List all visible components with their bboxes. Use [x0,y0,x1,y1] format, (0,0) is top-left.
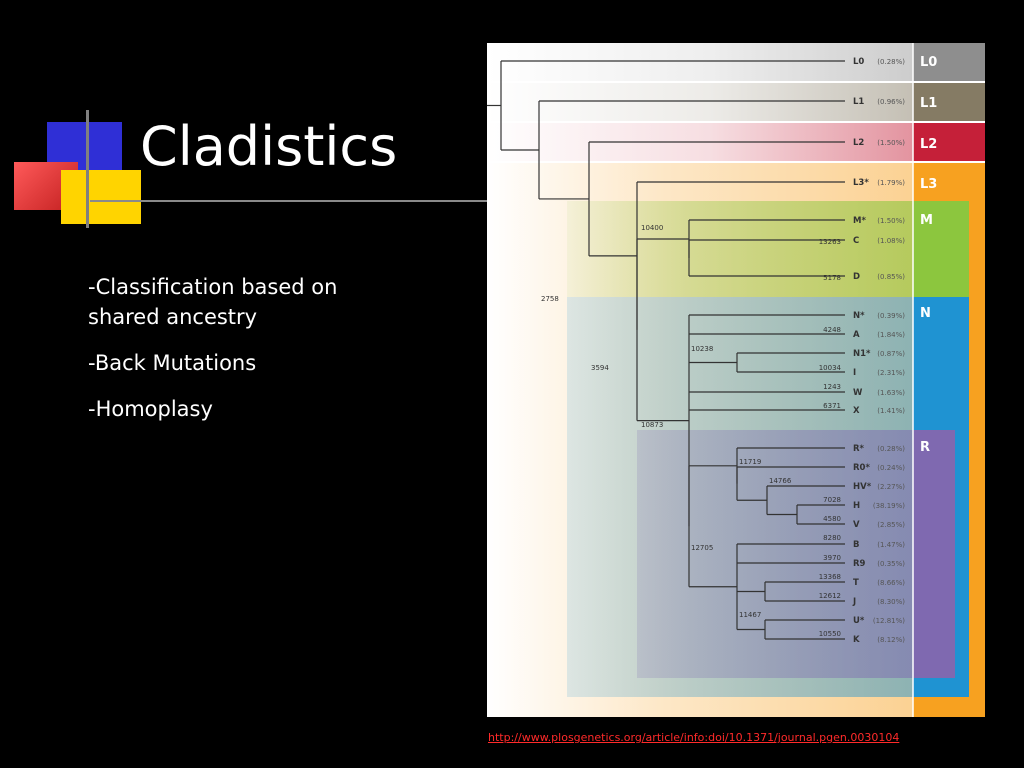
leaf-percentage: (0.35%) [877,560,905,568]
node-age-label: 4580 [823,515,841,523]
leaf-label: L3* [853,178,869,188]
leaf-label: HV* [853,482,872,492]
bullet-item: -Homoplasy [88,397,213,421]
band-label-r: R [920,440,930,455]
decor-horizontal-line [90,200,487,202]
node-age-label: 10034 [819,364,842,372]
leaf-percentage: (2.85%) [877,521,905,529]
node-age-label: 3594 [591,364,609,372]
leaf-percentage: (1.50%) [877,139,905,147]
leaf-label: T [853,578,859,588]
node-age-label: 8280 [823,534,841,542]
citation-link[interactable]: http://www.plosgenetics.org/article/info… [488,731,900,744]
leaf-label: R* [853,444,865,454]
leaf-percentage: (1.79%) [877,179,905,187]
leaf-label: B [853,540,859,550]
node-age-label: 7028 [823,496,841,504]
leaf-label: L2 [853,138,864,148]
leaf-label: D [853,272,860,282]
band-bg-l0 [487,43,985,81]
leaf-percentage: (8.30%) [877,598,905,606]
leaf-label: H [853,501,860,511]
node-age-label: 4248 [823,326,841,334]
leaf-label: A [853,330,860,340]
band-strip-l0 [913,43,985,81]
node-age-label: 2758 [541,295,559,303]
leaf-percentage: (1.08%) [877,237,905,245]
band-label-n: N [920,306,931,321]
leaf-percentage: (0.85%) [877,273,905,281]
leaf-label: X [853,406,860,416]
leaf-label: W [853,388,863,398]
leaf-label: K [853,635,860,645]
leaf-percentage: (1.41%) [877,407,905,415]
leaf-label: R0* [853,463,870,473]
node-age-label: 1243 [823,383,841,391]
leaf-label: C [853,236,859,246]
node-age-label: 11467 [739,611,761,619]
leaf-percentage: (2.31%) [877,369,905,377]
band-strip-m [913,201,969,297]
leaf-percentage: (0.39%) [877,312,905,320]
leaf-percentage: (0.87%) [877,350,905,358]
node-age-label: 6371 [823,402,841,410]
leaf-percentage: (0.28%) [877,58,905,66]
band-label-m: M [920,213,933,228]
node-age-label: 14766 [769,477,792,485]
leaf-percentage: (1.50%) [877,217,905,225]
band-strip-r [913,430,955,678]
band-strip-l2 [913,123,985,161]
node-age-label: 5178 [823,274,841,282]
slide-title: Cladistics [140,115,398,178]
leaf-percentage: (0.24%) [877,464,905,472]
leaf-percentage: (8.12%) [877,636,905,644]
decor-vertical-line [86,110,89,228]
band-label-l1: L1 [920,96,937,111]
leaf-percentage: (0.96%) [877,98,905,106]
leaf-percentage: (1.47%) [877,541,905,549]
leaf-label: U* [853,616,865,626]
leaf-label: L1 [853,97,864,107]
band-strip-l1 [913,83,985,121]
leaf-percentage: (12.81%) [873,617,905,625]
node-age-label: 11719 [739,458,761,466]
phylogenetic-tree-figure: L0 (0.28%) L1 (0.96%) L2 (1.50%) L3* (1.79%) M* (… [487,43,985,717]
node-age-label: 12705 [691,544,713,552]
leaf-percentage: (1.84%) [877,331,905,339]
leaf-percentage: (1.63%) [877,389,905,397]
decor-yellow-square [61,170,141,224]
leaf-percentage: (0.28%) [877,445,905,453]
band-label-l3: L3 [920,177,937,192]
leaf-label: J [852,597,856,607]
leaf-label: N* [853,311,865,321]
phylogenetic-tree: L0 (0.28%) L1 (0.96%) L2 (1.50%) L3* (1.79%) M* (… [487,43,985,717]
band-bg-m [567,201,970,297]
node-age-label: 10400 [641,224,663,232]
leaf-percentage: (8.66%) [877,579,905,587]
leaf-label: R9 [853,559,866,569]
bullet-item: -Classification based on shared ancestry [88,275,338,329]
bullet-item: -Back Mutations [88,351,257,375]
bullet-list: -Classification based on shared ancestry… [88,272,388,440]
node-age-label: 10550 [819,630,841,638]
leaf-percentage: (38.19%) [873,502,905,510]
node-age-label: 10873 [641,421,663,429]
leaf-label: V [853,520,860,530]
leaf-label: I [853,368,856,378]
leaf-percentage: (2.27%) [877,483,905,491]
band-label-l2: L2 [920,137,937,152]
node-age-label: 3970 [823,554,841,562]
node-age-label: 10238 [691,345,713,353]
band-bg-l1 [487,83,985,121]
leaf-label: M* [853,216,866,226]
leaf-label: L0 [853,57,864,67]
band-label-l0: L0 [920,55,937,70]
node-age-label: 13368 [819,573,841,581]
leaf-label: N1* [853,349,871,359]
node-age-label: 12612 [819,592,841,600]
band-bg-r [637,430,955,678]
node-age-label: 13263 [819,238,841,246]
